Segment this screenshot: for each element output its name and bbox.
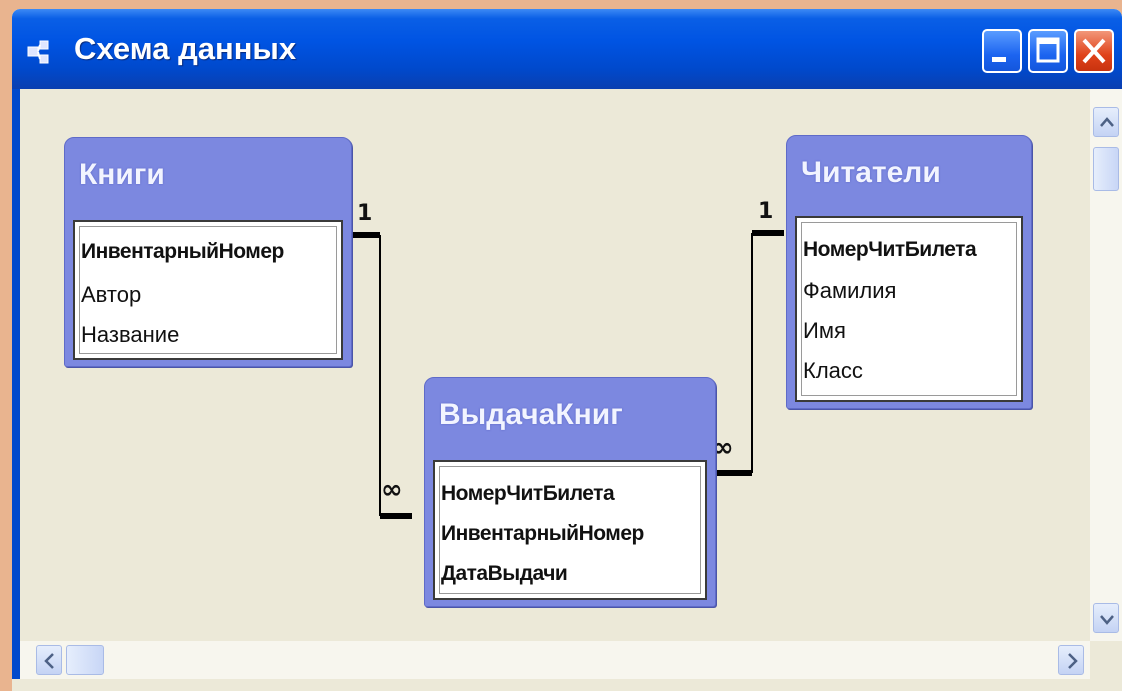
- minimize-button[interactable]: [982, 29, 1022, 73]
- field-item[interactable]: Автор: [81, 282, 142, 307]
- scroll-up-button[interactable]: [1093, 107, 1119, 137]
- table-title: Читатели: [801, 156, 941, 189]
- field-list-frame: [79, 226, 337, 354]
- field-item[interactable]: ИнвентарныйНомер: [81, 240, 284, 263]
- relationship-chitateli-vydacha[interactable]: [710, 230, 784, 476]
- field-item[interactable]: Фамилия: [803, 278, 897, 303]
- field-list[interactable]: ИнвентарныйНомер Автор Название: [73, 220, 343, 360]
- table-knigi[interactable]: Книги ИнвентарныйНомер Автор Название: [64, 137, 352, 367]
- window-status-strip: [12, 679, 1122, 691]
- table-title: Книги: [79, 158, 165, 191]
- scroll-right-button[interactable]: [1058, 645, 1084, 675]
- field-item[interactable]: НомерЧитБилета: [803, 238, 977, 261]
- scroll-thumb[interactable]: [1093, 147, 1119, 191]
- field-list[interactable]: НомерЧитБилета ИнвентарныйНомер ДатаВыда…: [433, 460, 707, 600]
- cardinality-one-label: 1: [357, 201, 373, 226]
- field-list-frame: [801, 222, 1017, 396]
- arrow-up-icon: [1100, 117, 1114, 127]
- horizontal-scrollbar[interactable]: [20, 641, 1090, 679]
- field-list-frame: [439, 466, 701, 594]
- arrow-down-icon: [1100, 615, 1114, 625]
- cardinality-one-label: 1: [758, 199, 774, 224]
- relationship-canvas[interactable]: 1 ∞ 1 ∞ Книги ИнвентарныйНомер Автор Наз…: [20, 89, 1090, 641]
- table-chitateli[interactable]: Читатели НомерЧитБилета Фамилия Имя Клас…: [786, 135, 1032, 409]
- relationships-window: Схема данных 1 ∞ 1 ∞: [12, 9, 1122, 691]
- minimize-icon: [992, 57, 1006, 62]
- field-list[interactable]: НомерЧитБилета Фамилия Имя Класс: [795, 216, 1023, 402]
- title-bar[interactable]: Схема данных: [12, 9, 1122, 89]
- arrow-right-icon: [1068, 653, 1078, 669]
- field-item[interactable]: НомерЧитБилета: [441, 482, 615, 505]
- table-vydachaknig[interactable]: ВыдачаКниг НомерЧитБилета ИнвентарныйНом…: [424, 377, 716, 607]
- scroll-thumb[interactable]: [66, 645, 104, 675]
- scroll-down-button[interactable]: [1093, 603, 1119, 633]
- field-item[interactable]: Класс: [803, 358, 863, 383]
- scrollbar-corner: [1090, 641, 1122, 679]
- table-title: ВыдачаКниг: [439, 398, 623, 431]
- relationship-lines: [346, 230, 784, 519]
- field-item[interactable]: Название: [81, 322, 180, 347]
- field-item[interactable]: ДатаВыдачи: [441, 562, 568, 585]
- relationships-icon: [27, 40, 49, 64]
- field-item[interactable]: ИнвентарныйНомер: [441, 522, 644, 545]
- window-title: Схема данных: [74, 31, 297, 66]
- scroll-left-button[interactable]: [36, 645, 62, 675]
- cardinality-many-label: ∞: [712, 433, 734, 463]
- field-item[interactable]: Имя: [803, 318, 846, 343]
- cardinality-many-label: ∞: [381, 475, 403, 505]
- close-button[interactable]: [1074, 29, 1114, 73]
- window-frame: [12, 89, 20, 691]
- maximize-button[interactable]: [1028, 29, 1068, 73]
- arrow-left-icon: [44, 653, 54, 669]
- relationship-knigi-vydacha[interactable]: [346, 232, 412, 519]
- maximize-icon: [1036, 37, 1060, 63]
- close-icon: [1082, 38, 1106, 64]
- vertical-scrollbar[interactable]: [1090, 89, 1122, 641]
